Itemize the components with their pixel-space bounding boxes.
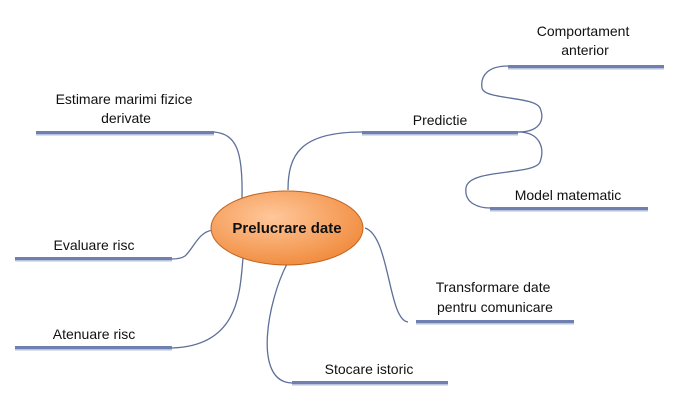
label-transformare-line-2: pentru comunicare (437, 299, 553, 315)
underline-evaluare (15, 257, 172, 260)
connectors (171, 65, 543, 384)
label-comportament-line-2: anterior (561, 42, 609, 58)
label-model-line-1: Model matematic (515, 187, 622, 203)
label-predictie[interactable]: Predictie (413, 112, 468, 128)
underline-atenuare (15, 346, 172, 349)
underline-model-shadow (490, 210, 648, 212)
label-comportament[interactable]: Comportament anterior (537, 23, 633, 58)
connector-transformare (364, 227, 409, 323)
center-node[interactable]: Prelucrare date (210, 190, 364, 266)
connector-evaluare (171, 229, 214, 260)
label-comportament-line-1: Comportament (537, 23, 630, 39)
label-estimare-line-1: Estimare marimi fizice (56, 91, 193, 107)
underline-transformare-shadow (416, 323, 574, 325)
underline-transformare (416, 320, 574, 323)
underline-evaluare-shadow (15, 260, 172, 262)
label-transformare[interactable]: Transformare date pentru comunicare (436, 279, 555, 315)
label-stocare[interactable]: Stocare istoric (325, 361, 414, 377)
underline-comportament (508, 65, 664, 68)
underline-estimare-shadow (36, 134, 214, 136)
connector-atenuare (171, 257, 244, 349)
underline-comportament-shadow (508, 68, 664, 70)
label-transformare-line-1: Transformare date (436, 279, 551, 295)
underline-predictie (362, 131, 518, 134)
label-estimare[interactable]: Estimare marimi fizice derivate (56, 91, 197, 126)
underline-predictie-shadow (362, 134, 518, 136)
label-estimare-line-2: derivate (101, 110, 151, 126)
label-predictie-line-1: Predictie (413, 112, 468, 128)
underline-stocare-shadow (292, 384, 448, 386)
label-atenuare-line-1: Atenuare risc (53, 326, 135, 342)
underline-estimare (36, 131, 214, 134)
underline-stocare (292, 381, 448, 384)
connector-predictie (287, 131, 363, 191)
connector-estimare (213, 131, 243, 199)
label-atenuare[interactable]: Atenuare risc (53, 326, 135, 342)
label-model[interactable]: Model matematic (515, 187, 622, 203)
branch-labels: Predictie Comportament anterior Model ma… (53, 23, 633, 377)
center-label: Prelucrare date (232, 220, 341, 237)
underline-model (490, 207, 648, 210)
underlines (15, 65, 664, 386)
underline-atenuare-shadow (15, 349, 172, 351)
center-ellipse (210, 190, 364, 266)
connector-model (465, 131, 543, 209)
label-evaluare-line-1: Evaluare risc (54, 237, 135, 253)
connector-comportament (481, 65, 543, 133)
label-stocare-line-1: Stocare istoric (325, 361, 414, 377)
label-evaluare[interactable]: Evaluare risc (54, 237, 135, 253)
connector-stocare (266, 263, 293, 384)
